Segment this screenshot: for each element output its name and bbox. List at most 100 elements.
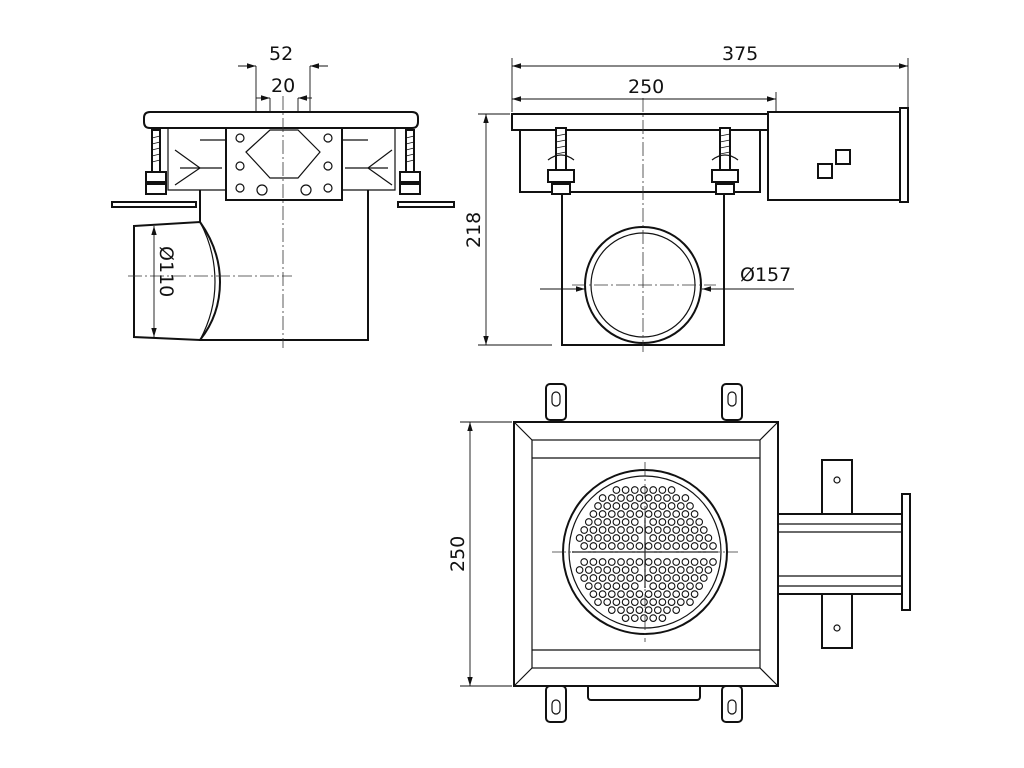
grate-hole [658, 534, 667, 542]
grate-hole [672, 510, 681, 518]
side-view: 52 20 Ø110 [111, 43, 455, 348]
grate-hole [690, 510, 699, 518]
grate-hole [589, 510, 598, 518]
grate-hole [584, 534, 593, 542]
grate-hole [663, 526, 671, 534]
grate-hole [649, 582, 658, 590]
grate-hole [603, 582, 612, 590]
grate-hole [640, 614, 648, 622]
grate-hole [640, 486, 648, 494]
grate-hole [589, 526, 598, 534]
grate-hole [653, 526, 662, 534]
grate-hole [686, 582, 694, 590]
grate-hole [589, 558, 598, 566]
grate-hole [626, 558, 635, 566]
grate-hole [607, 574, 616, 582]
grate-hole [626, 542, 635, 550]
grate-hole [580, 558, 589, 566]
grate-hole [709, 542, 717, 550]
dim-height: 218 [463, 212, 485, 248]
grate-hole [626, 590, 635, 598]
grate-hole [626, 494, 635, 502]
grate-hole [658, 598, 667, 606]
grate-hole [676, 598, 685, 606]
grate-hole [681, 574, 690, 582]
grate-hole [626, 510, 635, 518]
grate-hole [681, 542, 690, 550]
grate-hole [607, 558, 616, 566]
grate-hole [635, 526, 644, 534]
grate-hole [649, 614, 658, 622]
grate-hole [681, 590, 690, 598]
grate-hole [653, 510, 662, 518]
grate-hole [598, 574, 607, 582]
grate-hole [667, 486, 676, 494]
grate-hole [672, 542, 681, 550]
grate-hole [612, 534, 621, 542]
grate-hole [589, 574, 598, 582]
dim-grate-width: 250 [628, 76, 664, 98]
grate-hole [598, 494, 607, 502]
grate-hole [621, 518, 630, 526]
grate-hole [658, 566, 667, 574]
grate-hole [704, 566, 713, 574]
grate-hole [676, 582, 685, 590]
grate-hole [649, 502, 658, 510]
grate-hole [617, 510, 625, 518]
grate-hole [704, 534, 713, 542]
grate-hole [635, 494, 644, 502]
grate-hole [681, 558, 690, 566]
grate-hole [612, 486, 621, 494]
grate-hole [686, 502, 694, 510]
grate-hole [621, 534, 630, 542]
grate-hole [695, 534, 704, 542]
grate-hole [690, 558, 699, 566]
grate-hole [663, 606, 671, 614]
grate-hole [658, 614, 667, 622]
grate-hole [612, 598, 621, 606]
grate-hole [681, 510, 690, 518]
grate-hole [649, 598, 658, 606]
grate-hole [635, 590, 644, 598]
grate-hole [644, 558, 653, 566]
grate-hole [594, 534, 602, 542]
grate-hole [635, 510, 644, 518]
grate-hole [653, 494, 662, 502]
grate-hole [630, 598, 639, 606]
grate-hole [580, 542, 589, 550]
grate-hole [681, 494, 690, 502]
grate-hole [672, 606, 681, 614]
grate-hole [617, 606, 625, 614]
grate-hole [653, 574, 662, 582]
front-view: 375 250 218 Ø157 [463, 43, 909, 352]
grate-hole [686, 598, 694, 606]
dim-overall-length: 375 [722, 43, 758, 65]
grate-hole [598, 542, 607, 550]
grate-hole [580, 526, 589, 534]
grate-hole [621, 614, 630, 622]
grate-hole [630, 502, 639, 510]
grate-hole [649, 534, 658, 542]
grate-hole [695, 518, 704, 526]
grate-hole [594, 598, 602, 606]
grate-hole [667, 598, 676, 606]
grate-hole [621, 502, 630, 510]
grate-hole [672, 558, 681, 566]
grate-hole [695, 566, 704, 574]
grate-hole [676, 502, 685, 510]
grate-hole [612, 502, 621, 510]
grate-hole [699, 574, 708, 582]
grate-hole [575, 534, 584, 542]
grate-hole [690, 542, 699, 550]
grate-hole [667, 566, 676, 574]
grate-hole [695, 582, 704, 590]
grate-hole [658, 502, 667, 510]
grate-hole [607, 606, 616, 614]
grate-hole [644, 590, 653, 598]
grate-hole [621, 566, 630, 574]
grate-hole [617, 574, 625, 582]
grate-hole [667, 582, 676, 590]
dim-top-width: 250 [447, 536, 469, 572]
grate-hole [709, 558, 717, 566]
